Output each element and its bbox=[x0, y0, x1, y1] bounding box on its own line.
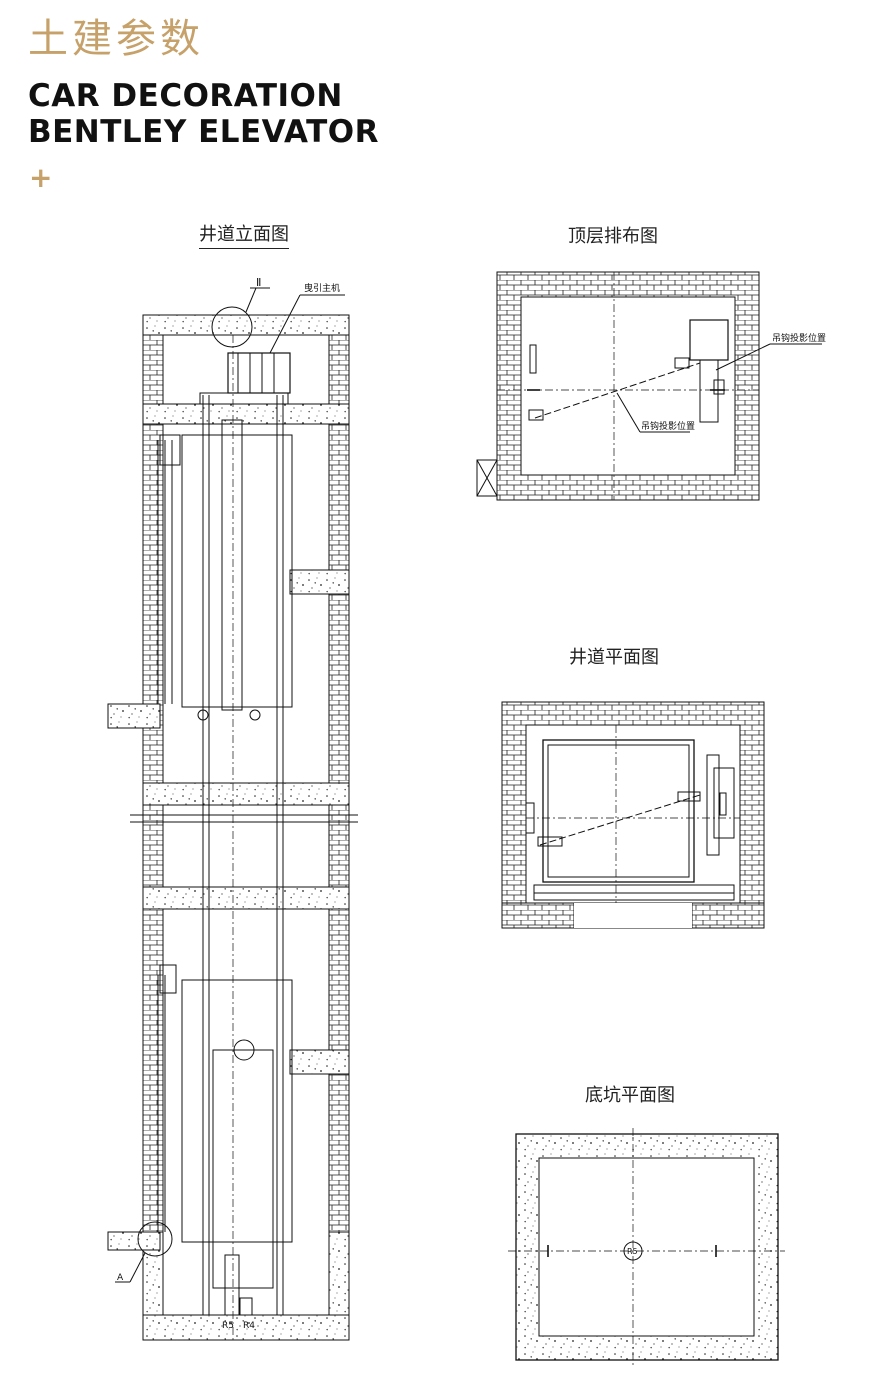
floor-slab-2 bbox=[142, 886, 350, 910]
right-wall bbox=[328, 314, 350, 1341]
label-detail-a: A bbox=[117, 1273, 124, 1283]
shaft-elevation-drawing bbox=[107, 287, 358, 1341]
top-slab bbox=[142, 314, 350, 336]
label-r4: R4 bbox=[243, 1321, 255, 1331]
label-pit-r5: R5 bbox=[627, 1247, 638, 1256]
buffer-cw bbox=[239, 1297, 253, 1316]
title-en-line2: BENTLEY ELEVATOR bbox=[28, 114, 380, 150]
pit-plan-drawing bbox=[508, 1128, 785, 1366]
label-traction-machine: 曳引主机 bbox=[304, 282, 340, 294]
top-floor-layout-drawing bbox=[476, 271, 822, 501]
machine-beam bbox=[142, 403, 350, 425]
pit-floor bbox=[142, 1314, 350, 1341]
plus-icon: + bbox=[29, 161, 53, 194]
counterweight-plan bbox=[713, 767, 735, 839]
detail-circle-a bbox=[137, 1221, 173, 1257]
counterweight-lower bbox=[212, 1049, 274, 1289]
traction-machine bbox=[227, 352, 291, 394]
label-roman-ii: Ⅱ bbox=[256, 276, 261, 289]
title-en-line1: CAR DECORATION bbox=[28, 78, 343, 114]
page-title-en: CAR DECORATION BENTLEY ELEVATOR bbox=[28, 78, 379, 150]
elevator-car-lower bbox=[181, 979, 293, 1243]
caption-shaft-elevation: 井道立面图 bbox=[199, 220, 289, 249]
caption-shaft-plan: 井道平面图 bbox=[569, 647, 659, 668]
wall-beam-upper bbox=[289, 569, 350, 595]
buffer-r5-circle bbox=[623, 1241, 643, 1261]
label-r5: R5 bbox=[222, 1321, 234, 1331]
caption-top-floor-layout: 顶层排布图 bbox=[568, 226, 658, 247]
landing-lower bbox=[107, 1231, 161, 1251]
label-hook-position-right: 吊钩投影位置 bbox=[772, 332, 826, 344]
detail-circle-ii bbox=[211, 306, 253, 348]
landing-upper bbox=[107, 703, 161, 729]
page-title-cn: 土建参数 bbox=[28, 16, 204, 62]
label-hook-position-center: 吊钩投影位置 bbox=[641, 420, 695, 432]
floor-slab-1 bbox=[142, 782, 350, 806]
wall-beam-lower bbox=[289, 1049, 350, 1075]
elevator-car bbox=[181, 434, 293, 708]
buffer-car bbox=[224, 1254, 240, 1316]
car-plan bbox=[542, 739, 695, 883]
caption-pit-plan: 底坑平面图 bbox=[585, 1085, 675, 1106]
shaft-plan-drawing bbox=[501, 701, 765, 929]
left-wall bbox=[142, 314, 164, 1341]
counterweight-upper bbox=[221, 419, 243, 711]
